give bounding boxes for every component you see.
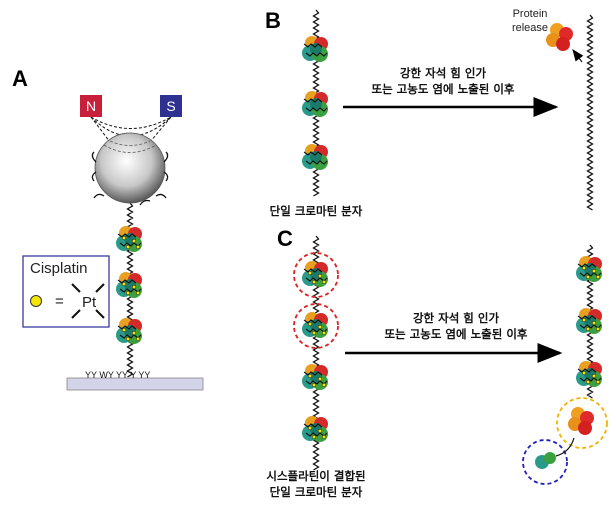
release-arrow [572,49,584,63]
panel-b: B 강한 자석 힘 인가 또는 고농도 염에 노출된 이후 단일 크로마틴 분자… [265,8,584,218]
platinum-symbol: Pt [82,294,97,311]
cisplatin-dot-icon [591,320,597,326]
surface-antibodies: YY WY YY Y YY [85,370,150,380]
cisplatin-site-highlight [293,303,339,349]
released-histone-octamer [546,23,573,51]
cisplatin-dot-icon [311,279,317,285]
cisplatin-dot-icon [591,268,597,274]
cisplatin-dot-icon [121,281,127,287]
cisplatin-site-highlight [293,252,339,298]
protein-release-text-2: release [512,22,548,34]
nucleosomes [116,36,602,442]
cisplatin-legend [22,255,110,328]
magnet-south [160,95,182,117]
bead-dashes [103,140,157,153]
panel-a-label: A [12,66,28,91]
released-histone-pair [568,407,594,435]
nucleosome [576,361,602,387]
cisplatin-dot-icon [585,326,591,332]
cisplatin-dot-icon [125,290,131,296]
panel-c-arrow-text-2: 또는 고농도 염에 노출된 이후 [385,327,528,341]
magnet-north-label: N [86,98,96,114]
cisplatin-dot-icon [595,379,601,385]
protein-release-text-1: Protein [513,8,548,20]
magnetic-field-lines [90,116,172,143]
cisplatin-dot-icon [581,370,587,376]
cisplatin-dot-icon [321,434,327,440]
cisplatin-dot-icon [321,279,327,285]
pt-bonds [71,283,105,319]
cisplatin-dot-icon [135,244,141,250]
panel-c: C 강한 자석 힘 인가 또는 고농도 염에 노출된 이후 시스플라틴이 결합된… [266,226,608,499]
nucleosome [302,144,328,170]
panel-c-arrow-text-1: 강한 자석 힘 인가 [413,311,499,325]
panel-a: A N S Cisplatin = Pt YY WY YY [12,66,204,391]
nucleosome [576,308,602,334]
magnet-south-label: S [166,98,175,114]
nucleosome [116,226,142,252]
nucleosome [302,261,328,287]
cisplatin-dot-icon [307,321,313,327]
released-h2a-h2b-highlight [522,439,568,485]
nucleosome [302,36,328,62]
panel-b-arrow-text-1: 강한 자석 힘 인가 [400,66,486,80]
cisplatin-dot-icon [131,330,137,336]
cisplatin-dot-icon [317,324,323,330]
cisplatin-dot-icon [125,336,131,342]
cisplatin-dot-icon [121,327,127,333]
cisplatin-dot-icon [317,428,323,434]
cisplatin-dot-icon [591,373,597,379]
cisplatin-dot-icon [595,326,601,332]
dna-strand [586,14,594,211]
panel-c-label: C [277,226,293,251]
cisplatin-dot-icon [585,274,591,280]
dna-chains [126,9,594,471]
cisplatin-dot-icon [595,274,601,280]
cisplatin-dot-icon [321,330,327,336]
cisplatin-dot-icon [581,265,587,271]
cisplatin-dot-icon [311,434,317,440]
cisplatin-dot-icon [121,235,127,241]
panel-c-caption-2: 단일 크로마틴 분자 [270,485,363,499]
nucleosome [302,364,328,390]
glass-slide [66,377,204,391]
cisplatin-dot-icon [311,330,317,336]
panel-b-caption: 단일 크로마틴 분자 [270,204,363,218]
cisplatin-dot-icon [125,244,131,250]
nucleosome [302,91,328,117]
cisplatin-dot-icon [307,270,313,276]
cisplatin-dot-icon [30,295,42,307]
released-histone-highlight [556,397,608,449]
panel-c-caption-1: 시스플라틴이 결합된 [266,469,365,483]
nucleosome [576,256,602,282]
cisplatin-dot-icon [135,336,141,342]
magnetic-bead [94,132,166,204]
panel-b-label: B [265,8,281,33]
cisplatin-dot-icon [311,382,317,388]
cisplatin-dot-icon [135,290,141,296]
bead-antibodies [91,151,169,206]
cisplatin-dot-icon [317,273,323,279]
cisplatin-legend-title: Cisplatin [30,260,88,277]
cisplatin-dot-icon [321,382,327,388]
cisplatin-dot-icon [307,425,313,431]
tether-line [555,437,575,457]
cisplatin-dot-icon [131,238,137,244]
nucleosome [302,312,328,338]
nucleosome [116,318,142,344]
panel-b-arrow-text-2: 또는 고농도 염에 노출된 이후 [372,82,515,96]
nucleosome [302,416,328,442]
equals-sign: = [55,293,64,310]
magnet-north [80,95,102,117]
released-h2a-h2b-dimer [535,452,556,469]
cisplatin-dot-icon [581,317,587,323]
cisplatin-dot-icon [585,379,591,385]
nucleosome [116,272,142,298]
cisplatin-dot-icon [307,373,313,379]
cisplatin-dot-icon [131,284,137,290]
cisplatin-dot-icon [317,376,323,382]
